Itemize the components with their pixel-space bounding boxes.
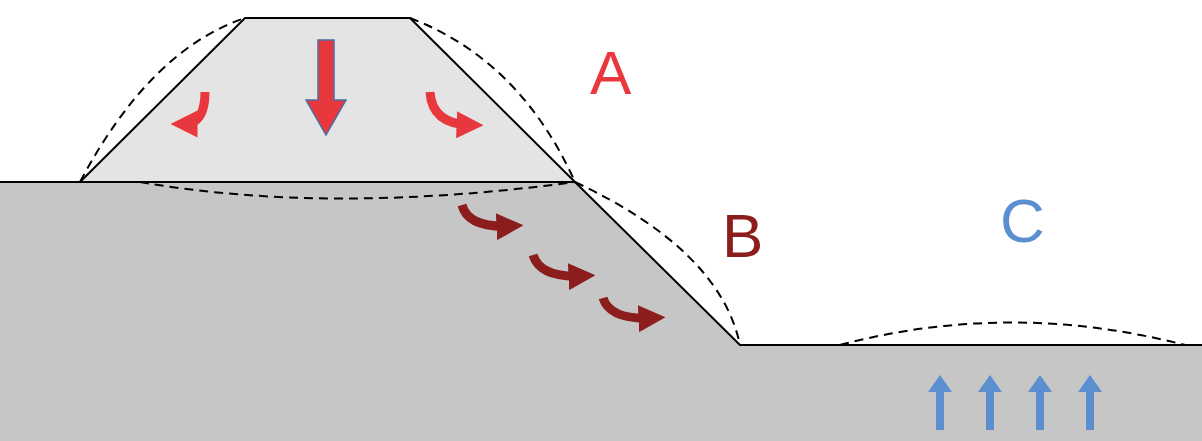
settlement-arrow <box>306 40 346 135</box>
ground-heave <box>840 323 1185 346</box>
heave-arrow <box>1028 375 1052 430</box>
embankment-deformed-left <box>80 18 245 182</box>
ground-outline <box>0 182 1202 345</box>
spreading-arrow <box>430 92 470 125</box>
slope-movement-arrow <box>603 298 652 318</box>
ground <box>0 182 1202 441</box>
zone-label: B <box>722 205 763 267</box>
zone-label: C <box>1000 190 1045 252</box>
slope-deformed <box>575 182 740 345</box>
heave-arrow <box>978 375 1002 430</box>
slope-movement-arrow <box>533 255 582 276</box>
heave-arrow <box>928 375 952 430</box>
embankment <box>80 18 575 182</box>
heave-arrow <box>1078 375 1102 430</box>
slope-movement-arrow <box>462 205 510 226</box>
base-settlement <box>140 182 575 199</box>
spreading-arrow <box>184 92 205 124</box>
zone-label: A <box>590 42 631 104</box>
embankment-deformed-right <box>410 18 575 182</box>
